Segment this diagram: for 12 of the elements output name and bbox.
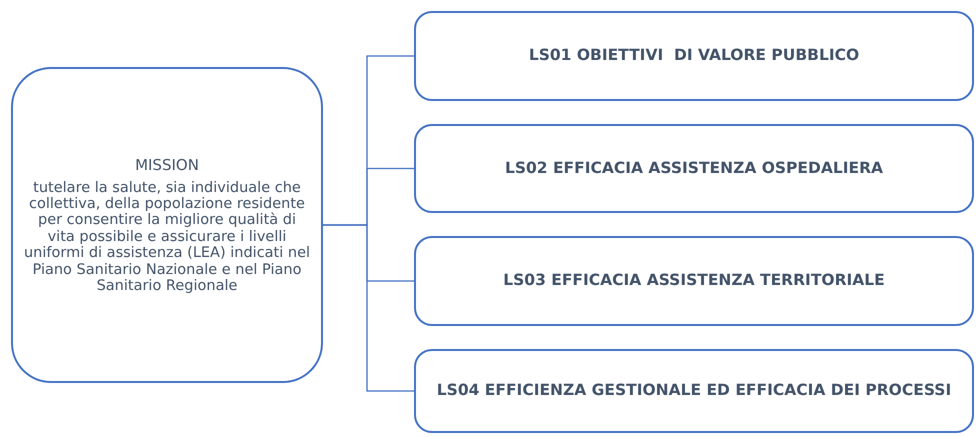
objective-text: LS02 EFFICACIA ASSISTENZA OSPEDALIERA	[504, 160, 884, 178]
connector-line	[323, 224, 414, 392]
objective-box	[414, 124, 974, 213]
objective-text: LS01 OBIETTIVI DI VALORE PUBBLICO	[528, 47, 860, 65]
objective-text: LS03 EFFICACIA ASSISTENZA TERRITORIALE	[503, 272, 885, 290]
objective-box	[414, 349, 974, 433]
objective-text: LS04 EFFICIENZA GESTIONALE ED EFFICACIA DEI PROCESSI	[436, 382, 952, 400]
objective-box	[414, 11, 974, 101]
box-heading: MISSION	[135, 156, 199, 174]
objective-box	[414, 236, 974, 326]
box-body-text: tutelare la salute, sia individuale che collettiva, della popolazione residente per consentire la migliore qualità di vita possibile e assicurare i livelli uniformi di assistenza (LEA) indicati nel Piano Sanitario Nazionale e nel Piano Sanitario Regionale	[23, 180, 311, 294]
mission-box	[11, 67, 323, 383]
